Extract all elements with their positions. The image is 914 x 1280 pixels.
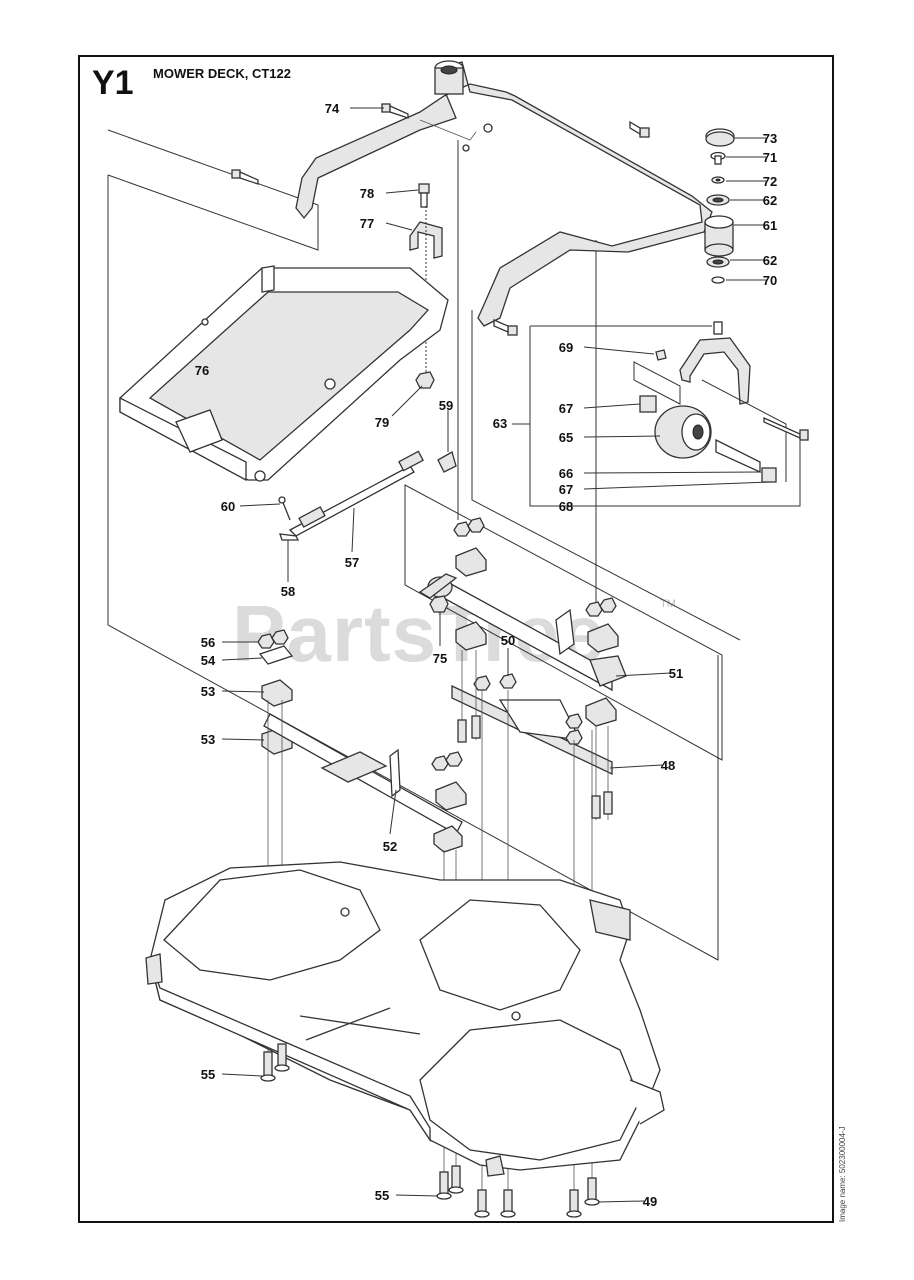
callout-62: 62 — [763, 253, 777, 268]
spacer-67-upper — [639, 395, 657, 413]
callout-74: 74 — [325, 101, 340, 116]
callout-51: 51 — [669, 666, 683, 681]
bushing-66 — [715, 438, 761, 474]
callout-52: 52 — [383, 839, 397, 854]
callout-71: 71 — [763, 150, 777, 165]
leader-63-frame — [529, 326, 801, 507]
axle-52 — [263, 713, 463, 835]
guide-box-wheel-right — [701, 379, 787, 482]
nut-75 — [429, 595, 449, 613]
callout-68: 68 — [559, 499, 573, 514]
callout-59: 59 — [439, 398, 453, 413]
guide-line-right — [471, 310, 741, 641]
bearing-62-lower — [706, 256, 730, 268]
guide-box-wheel-left — [633, 361, 681, 405]
drawing-frame — [78, 55, 834, 1223]
clamp-stack-right — [585, 597, 619, 727]
lift-arm-assembly — [295, 60, 713, 327]
callout-61: 61 — [763, 218, 777, 233]
bolt-arm-right — [493, 319, 518, 336]
callout-70: 70 — [763, 273, 777, 288]
cap-73 — [705, 128, 735, 147]
bolt-upper-right — [629, 120, 650, 138]
callout-53: 53 — [201, 732, 215, 747]
callout-67: 67 — [559, 482, 573, 497]
guide-plane-axle — [404, 484, 723, 761]
callout-72: 72 — [763, 174, 777, 189]
wheel-fork-69 — [679, 321, 751, 405]
bracket-77 — [409, 221, 443, 259]
callout-75: 75 — [433, 651, 447, 666]
callout-50: 50 — [501, 633, 515, 648]
clamp-stack-center — [431, 751, 467, 853]
clamp-stack-axle-upper — [453, 517, 487, 651]
bolt-74 — [381, 103, 409, 119]
spacer-61 — [704, 215, 734, 257]
callout-79: 79 — [375, 415, 389, 430]
callout-62: 62 — [763, 193, 777, 208]
pin-58 — [279, 533, 300, 541]
rear-bracket-48 — [451, 673, 613, 776]
bearing-62-upper — [706, 194, 730, 206]
callout-57: 57 — [345, 555, 359, 570]
pivot-bracket-51 — [418, 573, 627, 692]
callout-58: 58 — [281, 584, 295, 599]
wheel-65 — [654, 405, 712, 459]
callout-60: 60 — [221, 499, 235, 514]
bolt-78 — [418, 183, 430, 208]
bolt-71 — [710, 151, 726, 165]
nut-79 — [415, 371, 435, 389]
clip-60 — [278, 496, 291, 521]
sheet-title: MOWER DECK, CT122 — [153, 66, 291, 81]
lift-rod-57 — [288, 450, 424, 537]
callout-63: 63 — [493, 416, 507, 431]
mower-deck-housing — [145, 861, 665, 1177]
callout-55: 55 — [375, 1188, 389, 1203]
callout-53: 53 — [201, 684, 215, 699]
bolt-upper-left — [231, 169, 259, 185]
callout-55: 55 — [201, 1067, 215, 1082]
callout-78: 78 — [360, 186, 374, 201]
spacer-67-lower — [761, 467, 777, 483]
lift-frame-76 — [119, 265, 449, 482]
bolt-68 — [763, 416, 809, 441]
leader-lines — [221, 107, 771, 1203]
guide-plane-center — [107, 175, 719, 961]
guide-plane-upper-left — [107, 129, 319, 251]
callout-48: 48 — [661, 758, 675, 773]
nut-69 — [655, 349, 667, 361]
callout-76: 76 — [195, 363, 209, 378]
callout-65: 65 — [559, 430, 573, 445]
callout-56: 56 — [201, 635, 215, 650]
clamp-stack-left — [257, 629, 294, 755]
callout-66: 66 — [559, 466, 573, 481]
callout-73: 73 — [763, 131, 777, 146]
callout-49: 49 — [643, 1194, 657, 1209]
washer-72 — [711, 176, 725, 184]
watermark-trademark: TM — [660, 598, 676, 610]
bolts-bottom — [260, 715, 613, 1218]
callout-77: 77 — [360, 216, 374, 231]
callout-54: 54 — [201, 653, 216, 668]
callout-69: 69 — [559, 340, 573, 355]
callout-67: 67 — [559, 401, 573, 416]
fitting-59 — [437, 451, 457, 473]
sheet-id: Y1 — [92, 64, 134, 102]
washer-70 — [711, 276, 725, 284]
